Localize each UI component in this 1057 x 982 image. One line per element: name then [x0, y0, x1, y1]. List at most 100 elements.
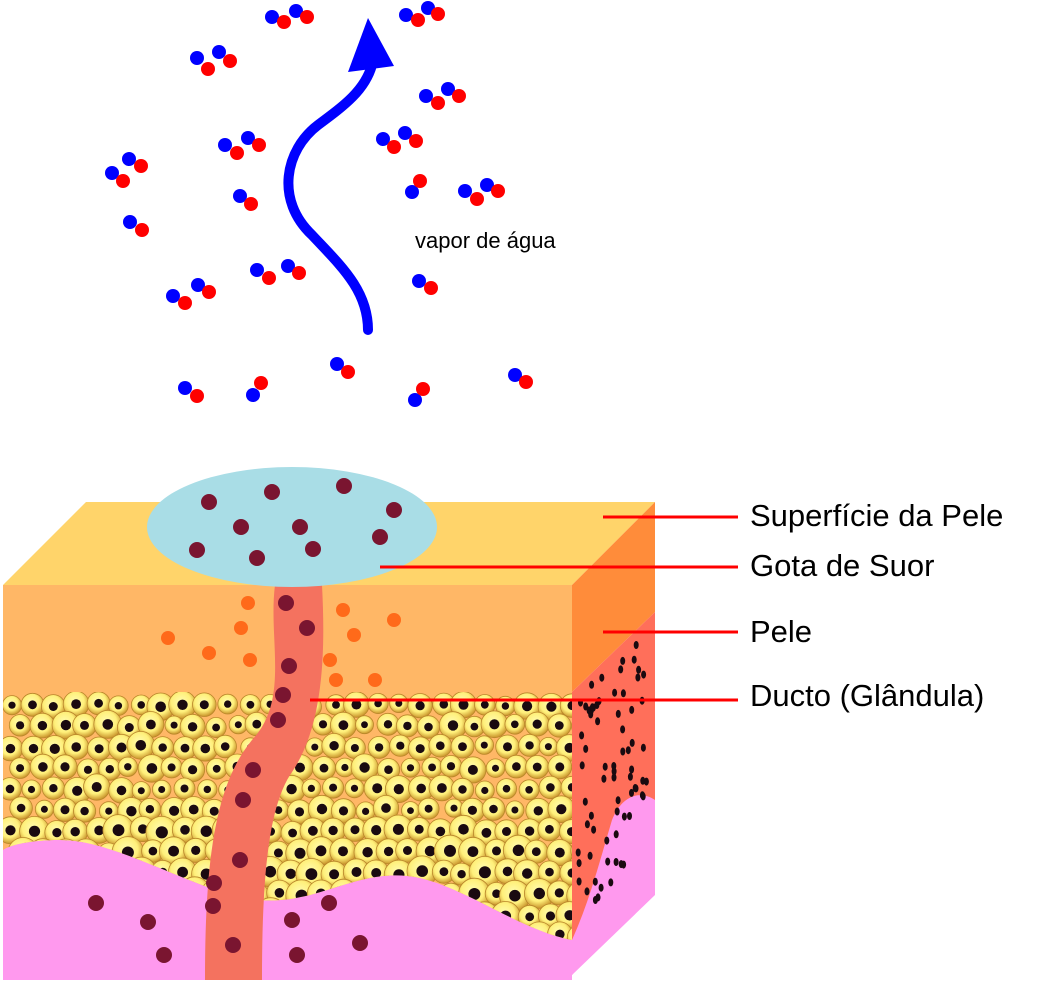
side-cell-dot: [643, 777, 649, 786]
oxygen-atom: [134, 159, 148, 173]
fat-cell-nucleus: [274, 888, 285, 898]
fat-cell-nucleus: [200, 743, 211, 754]
fat-cell-nucleus: [167, 763, 176, 772]
fat-cell-nucleus: [532, 719, 542, 729]
fat-cell-nucleus: [470, 722, 479, 731]
fat-cell-nucleus: [234, 721, 242, 729]
fat-cell-nucleus: [52, 828, 62, 838]
fat-cell-nucleus: [37, 720, 48, 731]
fat-cell-nucleus: [318, 720, 328, 729]
fat-cell-nucleus: [135, 740, 147, 751]
oxygen-atom: [230, 146, 244, 160]
fat-cell-nucleus: [105, 807, 113, 815]
fat-cell-nucleus: [285, 868, 296, 879]
fat-cell-nucleus: [49, 743, 60, 755]
fat-cell-nucleus: [146, 719, 156, 730]
side-cell-dot: [611, 767, 617, 776]
fat-cell-nucleus: [350, 825, 360, 835]
side-cell-dot: [583, 744, 589, 753]
fat-cell-nucleus: [372, 783, 383, 794]
fat-cell-nucleus: [155, 701, 166, 713]
fat-cell-nucleus: [328, 825, 338, 836]
vapor-label: vapor de água: [415, 228, 556, 253]
fat-cell-nucleus: [545, 867, 554, 877]
hydrogen-atom: [289, 4, 303, 18]
side-cell-dot: [629, 765, 635, 774]
fat-cell-nucleus: [72, 785, 83, 796]
oxygen-atom: [452, 89, 466, 103]
fat-cell-nucleus: [424, 722, 433, 732]
fat-cell-nucleus: [371, 868, 382, 878]
fat-cell-nucleus: [396, 741, 405, 750]
fat-cell-nucleus: [5, 743, 16, 754]
fat-cell-nucleus: [38, 762, 48, 772]
skin-side-dermis: [572, 795, 655, 975]
oxygen-atom: [411, 13, 425, 27]
fat-cell-nucleus: [307, 784, 315, 793]
fat-cell: [566, 881, 572, 910]
fat-cell-nucleus: [492, 764, 499, 772]
fat-cell-nucleus: [524, 826, 535, 836]
fat-cell-nucleus: [437, 783, 447, 793]
fat-cell-nucleus: [545, 911, 556, 921]
fat-cell-nucleus: [383, 846, 394, 857]
side-cell-dot: [587, 851, 593, 860]
side-cell-dot: [629, 705, 635, 714]
fat-cell-nucleus: [489, 804, 498, 814]
fat-cell-nucleus: [350, 744, 359, 752]
fat-cell-nucleus: [502, 827, 511, 836]
hydrogen-atom: [246, 388, 260, 402]
fat-cell-nucleus: [458, 824, 469, 835]
fat-cell-nucleus: [91, 782, 102, 792]
fat-cell-nucleus: [315, 845, 327, 857]
fat-cell: [571, 714, 572, 738]
fat-cell-nucleus: [148, 846, 158, 856]
evaporation-arrow-icon: [283, 60, 377, 335]
hydrogen-atom: [399, 8, 413, 22]
skin-side-upper: [572, 502, 655, 692]
fat-cell-nucleus: [556, 804, 567, 815]
fat-cell-nucleus: [102, 719, 114, 730]
oxygen-atom: [409, 134, 423, 148]
fat-cell-nucleus: [338, 846, 348, 857]
side-cell-dot: [631, 655, 637, 664]
fat-cell-nucleus: [480, 700, 489, 709]
fat-cell-nucleus: [383, 720, 393, 729]
fat-cell-nucleus: [489, 719, 500, 730]
fat-cell-nucleus: [16, 764, 25, 773]
hydrogen-atom: [123, 215, 137, 229]
fat-cell: [566, 924, 572, 940]
fat-cell-nucleus: [414, 824, 424, 834]
side-cell-dot: [605, 857, 611, 866]
fat-cell-nucleus: [264, 865, 277, 878]
hydrogen-atom: [398, 126, 412, 140]
fat-cell-nucleus: [492, 846, 501, 856]
fat-cell-nucleus: [525, 912, 535, 922]
label-drop: Gota de Suor: [750, 548, 935, 583]
side-cell-dot: [575, 848, 581, 857]
hydrogen-atom: [190, 51, 204, 65]
fat-cell-nucleus: [374, 743, 384, 752]
fat-cell-nucleus: [5, 825, 16, 836]
fat-cell-nucleus: [403, 721, 412, 731]
side-cell-dot: [636, 665, 642, 674]
fat-cell-nucleus: [116, 785, 127, 796]
fat-cell-nucleus: [28, 743, 39, 754]
side-cell-dot: [592, 896, 598, 904]
fat-cell-nucleus: [439, 867, 449, 877]
side-cell-dot: [611, 773, 617, 782]
side-cell-dot: [641, 670, 647, 679]
fat-cell-nucleus: [351, 699, 362, 710]
fat-cell-nucleus: [502, 784, 511, 793]
fat-cell-nucleus: [294, 807, 305, 817]
fat-cell-nucleus: [546, 701, 557, 712]
side-cell-dot: [614, 807, 620, 816]
fat-cell-nucleus: [467, 764, 478, 775]
side-cell-dot: [613, 830, 619, 839]
fat-cell-nucleus: [199, 700, 209, 710]
fat-cell-nucleus: [338, 806, 349, 816]
fat-cell-nucleus: [180, 825, 190, 835]
oxygen-atom: [292, 266, 306, 280]
fat-cell-nucleus: [415, 701, 425, 711]
fat-cell-nucleus: [435, 826, 446, 837]
